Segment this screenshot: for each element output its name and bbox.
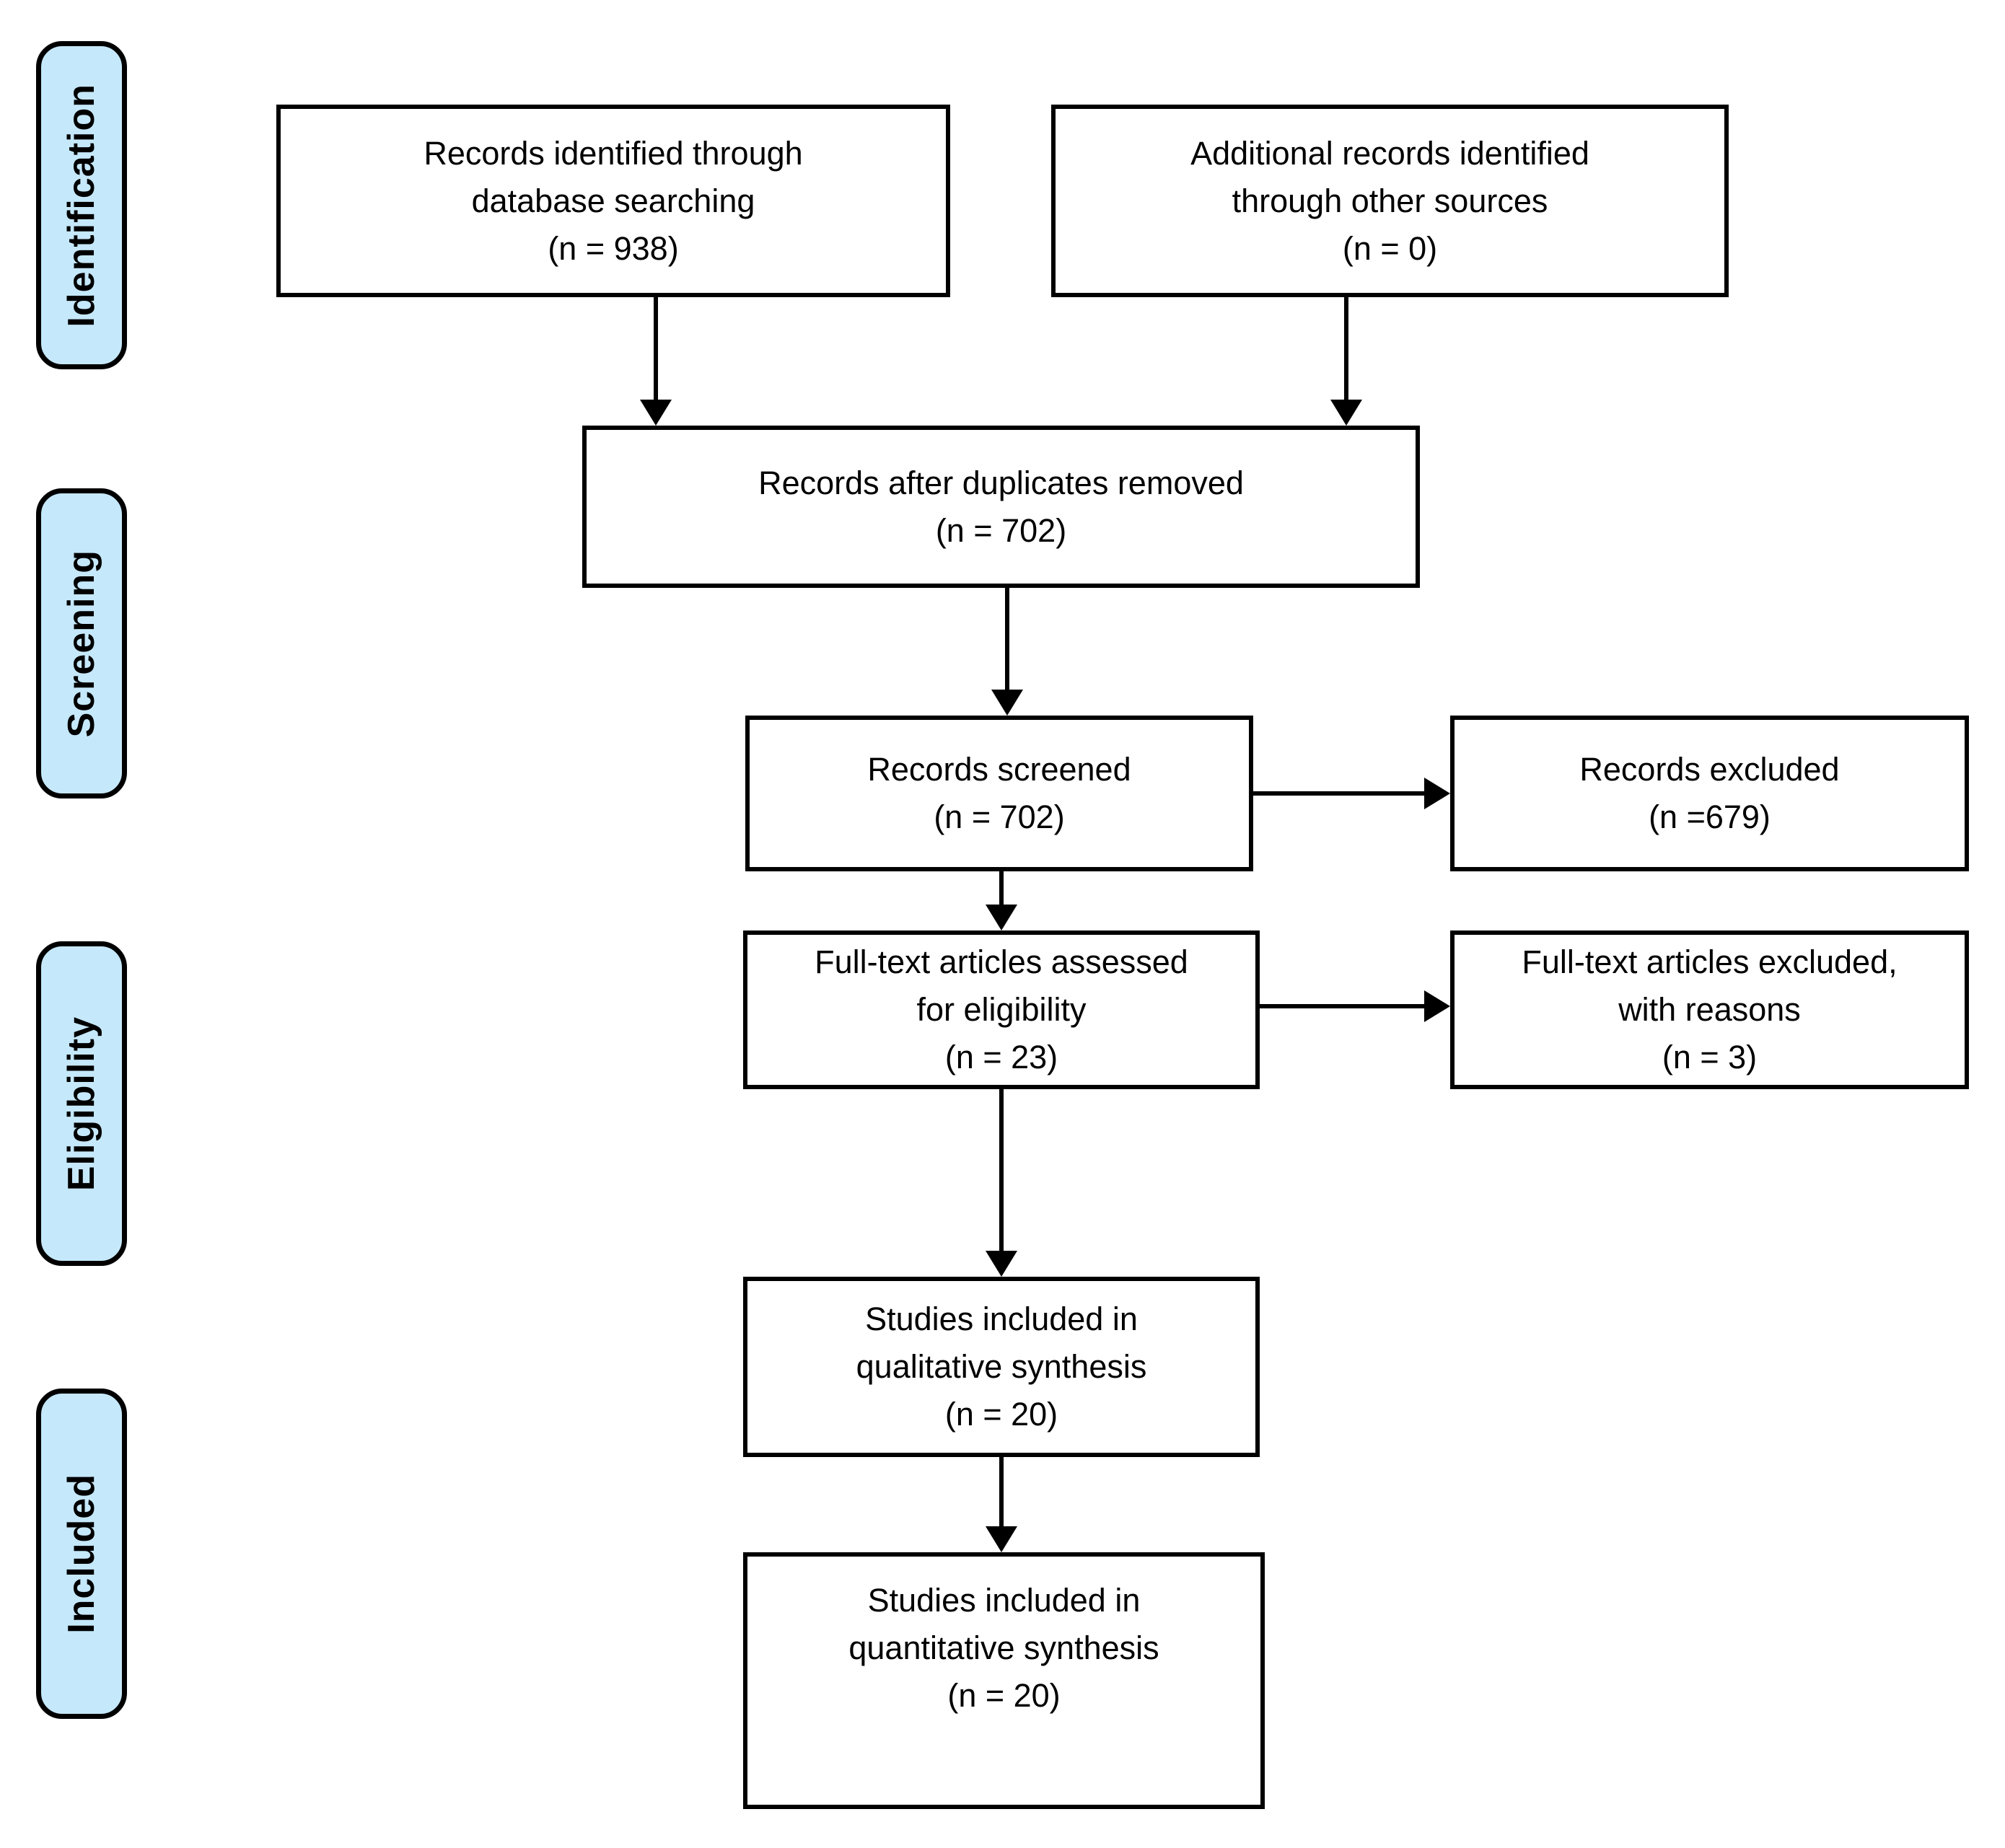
box-duplicates-removed: Records after duplicates removed (n = 70… bbox=[582, 426, 1420, 588]
box-records-identified: Records identified through database sear… bbox=[276, 105, 950, 297]
box-quantitative-synthesis-line-1: Studies included in bbox=[867, 1582, 1141, 1619]
arrowhead-down-icon bbox=[1330, 400, 1362, 426]
box-quantitative-synthesis-count: (n = 20) bbox=[947, 1677, 1061, 1714]
box-records-identified-line-1: Records identified through bbox=[424, 134, 803, 172]
arrow-shaft bbox=[1005, 588, 1009, 690]
arrow-shaft bbox=[1253, 791, 1424, 796]
box-duplicates-removed-line-1: Records after duplicates removed bbox=[758, 464, 1244, 501]
box-records-screened-count: (n = 702) bbox=[934, 798, 1065, 835]
arrow-shaft bbox=[999, 871, 1004, 905]
stage-identification-label: Identification bbox=[61, 83, 102, 327]
box-fulltext-assessed-line-2: for eligibility bbox=[916, 991, 1087, 1028]
arrow-shaft bbox=[999, 1089, 1004, 1251]
box-fulltext-excluded: Full-text articles excluded, with reason… bbox=[1450, 930, 1969, 1089]
box-qualitative-synthesis: Studies included in qualitative synthesi… bbox=[743, 1277, 1260, 1457]
box-duplicates-removed-count: (n = 702) bbox=[935, 511, 1067, 549]
stage-eligibility-label: Eligibility bbox=[61, 1016, 102, 1192]
stage-included-label: Included bbox=[61, 1474, 102, 1634]
stage-identification: Identification bbox=[36, 41, 127, 369]
box-qualitative-synthesis-count: (n = 20) bbox=[944, 1396, 1058, 1433]
stage-eligibility: Eligibility bbox=[36, 941, 127, 1266]
stage-included: Included bbox=[36, 1389, 127, 1719]
box-additional-records: Additional records identified through ot… bbox=[1051, 105, 1729, 297]
box-fulltext-excluded-line-1: Full-text articles excluded, bbox=[1522, 943, 1897, 980]
box-additional-records-count: (n = 0) bbox=[1342, 229, 1438, 267]
arrowhead-right-icon bbox=[1424, 778, 1450, 809]
box-records-identified-line-2: database searching bbox=[471, 182, 755, 219]
arrow-shaft bbox=[654, 297, 658, 400]
arrowhead-down-icon bbox=[986, 1251, 1017, 1277]
box-additional-records-line-2: through other sources bbox=[1232, 182, 1548, 219]
arrowhead-down-icon bbox=[640, 400, 672, 426]
box-fulltext-assessed-line-1: Full-text articles assessed bbox=[815, 943, 1188, 980]
stage-screening: Screening bbox=[36, 488, 127, 798]
stage-screening-label: Screening bbox=[61, 549, 102, 738]
arrowhead-down-icon bbox=[986, 1526, 1017, 1552]
box-fulltext-excluded-count: (n = 3) bbox=[1662, 1039, 1758, 1075]
box-fulltext-excluded-line-2: with reasons bbox=[1618, 991, 1801, 1028]
arrow-shaft bbox=[1344, 297, 1348, 400]
box-records-screened: Records screened (n = 702) bbox=[745, 716, 1253, 871]
box-additional-records-line-1: Additional records identified bbox=[1190, 134, 1589, 172]
box-records-excluded: Records excluded (n =679) bbox=[1450, 716, 1969, 871]
box-records-identified-count: (n = 938) bbox=[548, 229, 679, 267]
arrow-shaft bbox=[999, 1457, 1004, 1526]
box-records-screened-line-1: Records screened bbox=[867, 751, 1131, 788]
arrow-shaft bbox=[1260, 1004, 1424, 1008]
arrowhead-down-icon bbox=[986, 905, 1017, 930]
box-fulltext-assessed: Full-text articles assessed for eligibil… bbox=[743, 930, 1260, 1089]
box-qualitative-synthesis-line-1: Studies included in bbox=[865, 1301, 1138, 1337]
box-quantitative-synthesis: Studies included in quantitative synthes… bbox=[743, 1552, 1265, 1809]
arrowhead-right-icon bbox=[1424, 990, 1450, 1022]
box-qualitative-synthesis-line-2: qualitative synthesis bbox=[856, 1348, 1147, 1385]
box-records-excluded-count: (n =679) bbox=[1649, 798, 1771, 835]
box-fulltext-assessed-count: (n = 23) bbox=[944, 1039, 1058, 1075]
box-records-excluded-line-1: Records excluded bbox=[1579, 751, 1840, 788]
arrowhead-down-icon bbox=[991, 690, 1023, 716]
box-quantitative-synthesis-line-2: quantitative synthesis bbox=[848, 1629, 1159, 1666]
